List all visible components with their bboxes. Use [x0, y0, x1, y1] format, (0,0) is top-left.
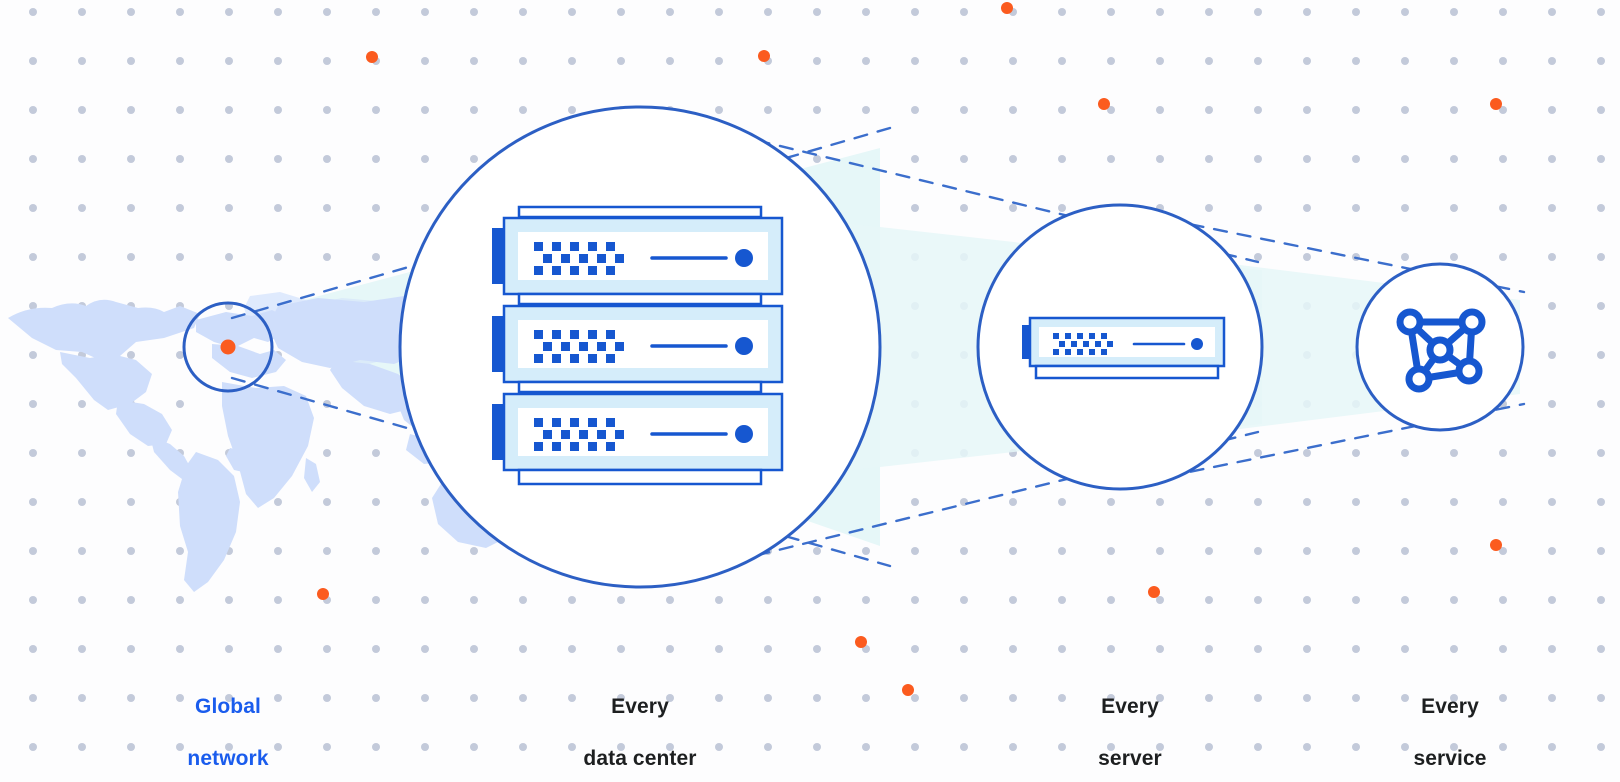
- service-group: [1355, 262, 1525, 432]
- server-group: [976, 203, 1264, 491]
- server-unit-1: [492, 216, 784, 296]
- highlight-dots: [317, 2, 1502, 696]
- rack-base: [517, 468, 763, 486]
- global-network-circle: [182, 301, 274, 393]
- server-unit-icon: [1022, 316, 1226, 380]
- server-unit-3: [492, 392, 784, 472]
- network-nodes-icon: [1396, 308, 1486, 393]
- rack-shelf-2: [517, 380, 763, 394]
- rack-shelf-top: [517, 205, 763, 219]
- data-center-group: [398, 105, 882, 589]
- rack-shelf-1: [517, 292, 763, 306]
- server-unit-2: [492, 304, 784, 384]
